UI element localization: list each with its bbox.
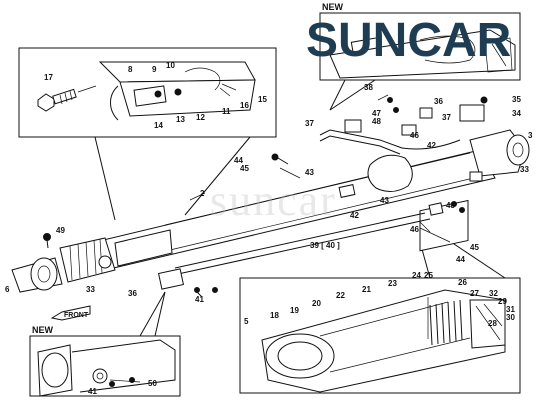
watermark-center: suncar [210,176,337,225]
callout-23: 23 [388,279,397,288]
callout-45-right: 45 [470,243,479,252]
callout-47-top: 47 [372,109,381,118]
callout-49-left: 49 [56,226,65,235]
callout-42-bottom: 42 [350,211,359,220]
callout-2: 2 [200,189,205,198]
inset-top-right [319,12,521,111]
callout-50: 50 [148,379,157,388]
callout-27: 27 [470,289,479,298]
callout-24: 24 [412,271,421,280]
callout-18: 18 [270,311,279,320]
leader-lines [189,94,451,243]
bolt-icon [43,96,488,387]
callout-6: 6 [5,285,10,294]
callout-8: 8 [128,65,133,74]
brand-logo-text: SUNCAR [306,14,511,67]
callout-45-top: 45 [240,164,249,173]
inset-bottom-left [29,291,181,397]
callout-29: 29 [498,297,507,306]
callout-35: 35 [512,95,521,104]
callout-41-mid: 41 [195,295,204,304]
callout-11: 11 [222,107,231,116]
callout-numbers: 17 8 9 10 15 16 11 12 13 14 2 3 33 33 6 … [5,61,533,396]
callout-43-bottom: 43 [380,196,389,205]
callout-46-top: 46 [410,131,419,140]
callout-30: 30 [506,313,515,322]
callout-12: 12 [196,113,205,122]
inset-top-left [18,47,277,221]
callout-5: 5 [244,317,249,326]
callout-42-top: 42 [427,141,436,150]
hydraulic-pipe [174,129,461,275]
callout-21: 21 [362,285,371,294]
callout-46-bottom: 46 [410,225,419,234]
bolt-icon [37,88,77,112]
callout-36-right: 36 [434,97,443,106]
callout-48-top: 48 [372,117,381,126]
callout-38: 38 [364,83,373,92]
callout-15: 15 [258,95,267,104]
tube-collar-icon [367,154,413,192]
callout-25: 25 [424,271,433,280]
callout-19: 19 [290,306,299,315]
callout-44-top: 44 [234,156,243,165]
callout-43-top: 43 [305,168,314,177]
inset-bottom-right [239,199,521,394]
callout-16: 16 [240,101,249,110]
callout-33-left: 33 [86,285,95,294]
callout-31: 31 [506,305,515,314]
callout-22: 22 [336,291,345,300]
callout-14: 14 [154,121,163,130]
front-label: FRONT [64,312,89,319]
new-tag-bottom: NEW [32,325,54,335]
callout-37-right: 37 [442,113,451,122]
callout-36-left: 36 [128,289,137,298]
callout-34: 34 [512,109,521,118]
callout-37-left: 37 [305,119,314,128]
callout-41-bottom: 41 [88,387,97,396]
front-arrow-icon: FRONT [50,305,91,321]
callout-13: 13 [176,115,185,124]
callout-17: 17 [44,73,53,82]
callout-3: 3 [528,131,533,140]
clamp-assembly-icon [98,61,256,121]
new-tag-top: NEW [322,2,344,12]
bottom-clevis [469,129,530,177]
callout-44-right: 44 [456,255,465,264]
callout-28: 28 [488,319,497,328]
rod-end-eye [11,257,63,293]
callout-9: 9 [152,65,157,74]
callout-39-40: 39 [ 40 ] [310,241,340,250]
callout-20: 20 [312,299,321,308]
callout-32: 32 [489,289,498,298]
suncar-logo: SUNCAR [306,14,511,67]
callout-33-right: 33 [520,165,529,174]
pipe-clamp-icon [157,104,485,290]
callout-10: 10 [166,61,175,70]
callout-48-right: 48 [446,201,455,210]
callout-26: 26 [458,278,467,287]
